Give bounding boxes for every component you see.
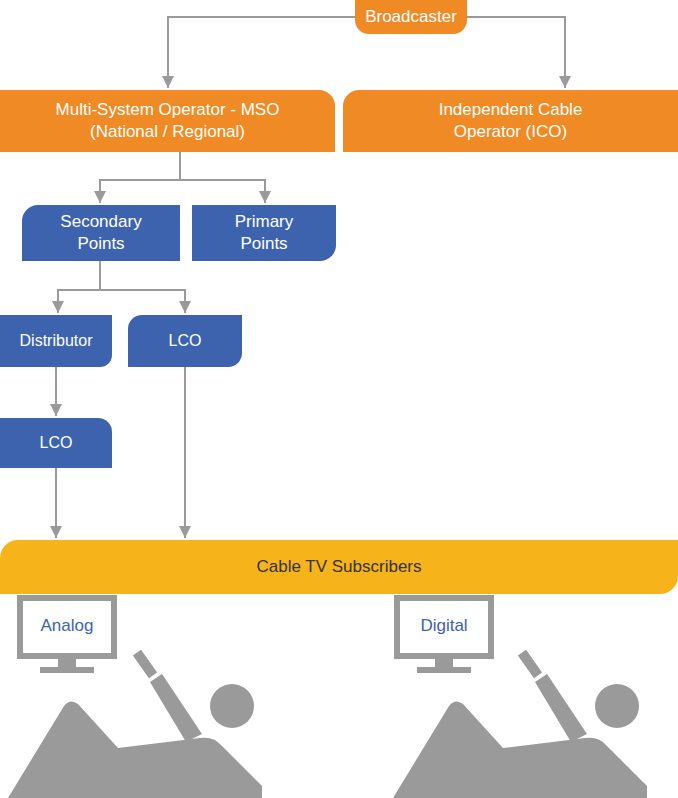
flow-arrow	[168, 17, 355, 88]
subscriber-band: Cable TV Subscribers	[0, 540, 678, 594]
node-text: LCO	[169, 331, 202, 352]
node-text: Multi-System Operator - MSO (National / …	[45, 99, 290, 143]
screen-label: Digital	[400, 616, 488, 636]
flow-arrow	[184, 367, 186, 538]
node-text: Independent Cable Operator (ICO)	[411, 99, 611, 143]
node-text: Distributor	[20, 331, 93, 352]
operator-box: LCO	[0, 418, 112, 468]
flow-arrow	[55, 367, 57, 416]
flow-arrow	[58, 261, 100, 313]
point-box: Secondary Points	[22, 205, 180, 261]
distributor-box: Distributor	[0, 315, 112, 367]
flow-arrow	[100, 152, 180, 203]
viewer-figure	[393, 650, 647, 798]
tv-illustration	[20, 598, 114, 673]
operator-box: Independent Cable Operator (ICO)	[343, 90, 678, 152]
flow-arrow	[467, 17, 565, 88]
point-box: Primary Points	[192, 205, 336, 261]
node-text: LCO	[40, 433, 73, 454]
tv-illustration	[397, 598, 491, 673]
screen-label: Analog	[23, 616, 111, 636]
viewer-figure	[8, 650, 262, 798]
operator-box: Multi-System Operator - MSO (National / …	[0, 90, 335, 152]
flow-arrow	[100, 261, 185, 313]
node-text: Broadcaster	[365, 6, 457, 28]
source-box: Broadcaster	[355, 0, 467, 34]
operator-box: LCO	[128, 315, 242, 367]
node-text: Cable TV Subscribers	[256, 556, 421, 578]
node-text: Primary Points	[214, 211, 314, 255]
flow-arrow	[55, 468, 57, 538]
flow-arrow	[180, 152, 265, 203]
node-text: Secondary Points	[46, 211, 156, 255]
